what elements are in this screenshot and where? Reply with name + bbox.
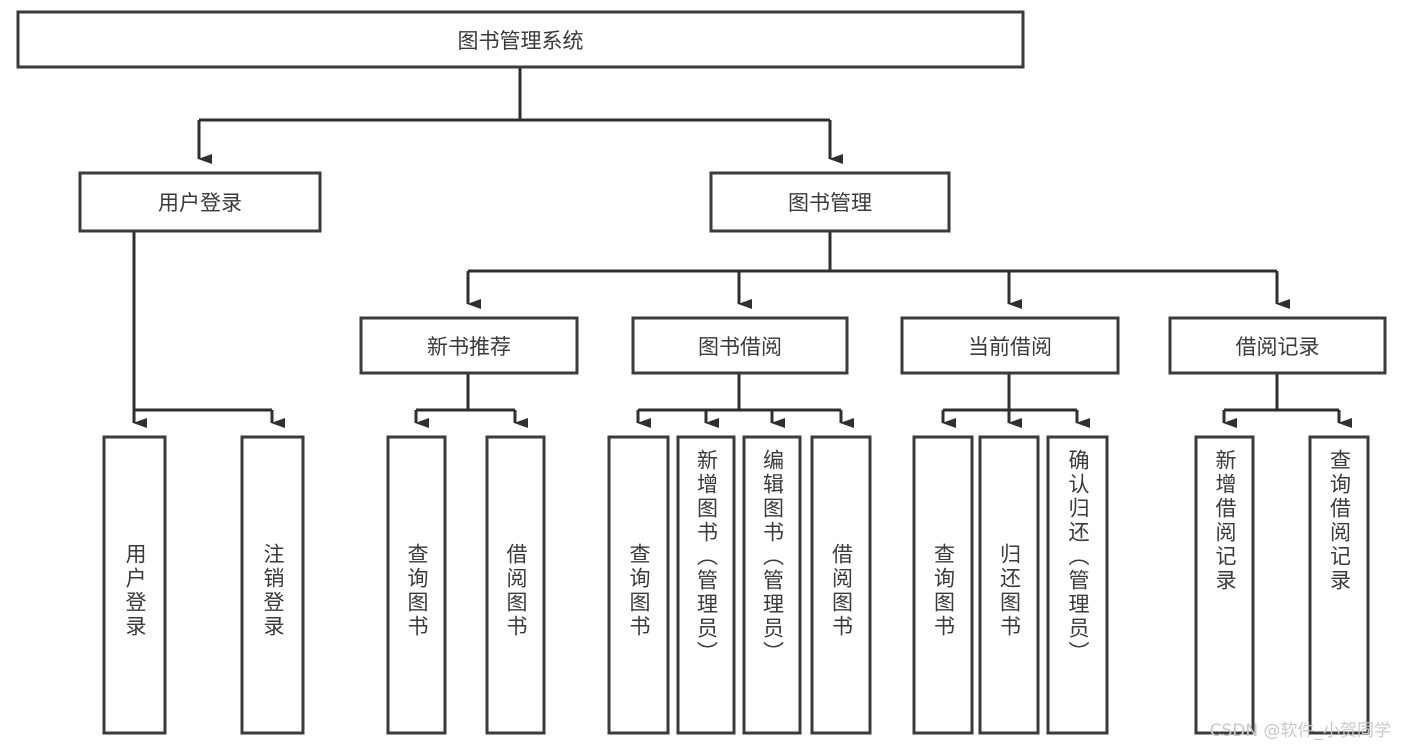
connector-layer [132,67,1352,428]
csdn-watermark: CSDN @软件_小贺同学 [1209,721,1391,741]
node-box-leaf-add-book[interactable] [676,435,736,735]
connector-userlogin-to-leaves [132,231,285,428]
node-box-leaf-query-book-rec[interactable] [386,435,447,735]
node-box-leaf-return-book[interactable] [978,435,1040,735]
node-box-user-login[interactable] [78,171,322,233]
node-box-leaf-borrow-book-rec[interactable] [485,435,546,735]
node-box-leaf-user-login[interactable] [102,435,167,735]
node-box-book-manage[interactable] [709,171,951,233]
node-box-leaf-add-record[interactable] [1194,435,1255,735]
node-box-leaf-confirm-return[interactable] [1046,435,1109,735]
node-box-leaf-logout[interactable] [240,435,305,735]
connector-bookborrow-to-leaves [636,373,854,428]
node-box-leaf-query-record[interactable] [1308,435,1370,735]
node-box-book-borrow[interactable] [631,316,849,375]
connector-borrowrecord-to-leaves [1222,373,1352,428]
node-box-current-borrow[interactable] [900,316,1120,375]
connector-newbookrec-to-leaves [414,373,528,428]
node-box-leaf-edit-book[interactable] [742,435,802,735]
connector-bookmanage-to-l2 [466,231,1290,309]
node-box-root[interactable] [16,10,1025,69]
connector-currentborrow-to-leaves [941,373,1090,428]
node-box-layer [16,10,1387,735]
connector-root-to-l1 [197,67,843,164]
node-box-leaf-query-book-borrow[interactable] [607,435,670,735]
node-box-leaf-borrow-book[interactable] [810,435,872,735]
node-box-borrow-record[interactable] [1168,316,1387,375]
node-box-leaf-query-book-cur[interactable] [912,435,974,735]
node-box-new-book-rec[interactable] [359,316,579,375]
